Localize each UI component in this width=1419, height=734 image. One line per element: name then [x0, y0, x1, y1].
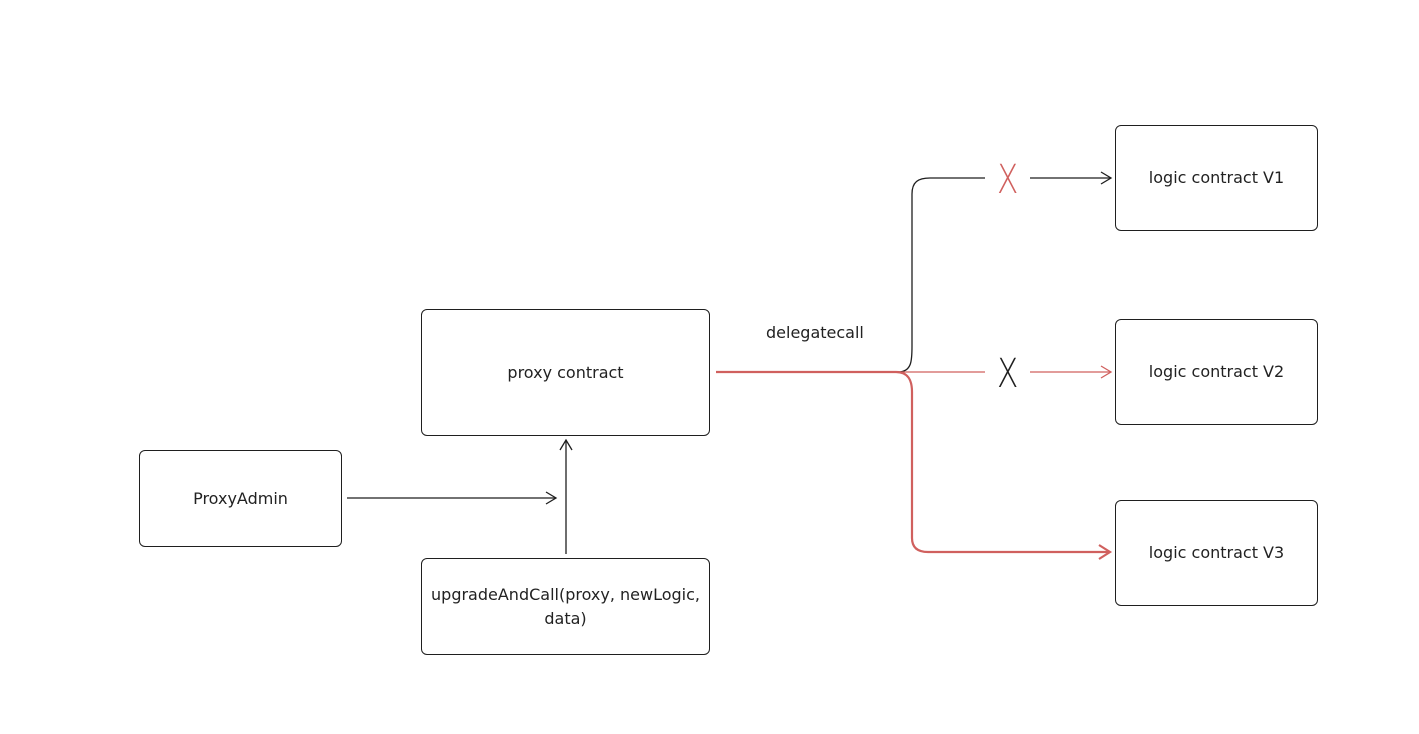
logic-contract-v1-node[interactable]: logic contract V1 — [1115, 125, 1318, 231]
logic-contract-v2-node[interactable]: logic contract V2 — [1115, 319, 1318, 425]
v2-blocked-mark: X — [997, 351, 1019, 397]
edge-branch-to-v1 — [897, 177, 985, 373]
v1-blocked-mark: X — [997, 157, 1019, 203]
logic-contract-v3-label: logic contract V3 — [1148, 543, 1285, 563]
upgrade-and-call-node[interactable]: upgradeAndCall(proxy, newLogic, data) — [421, 558, 710, 655]
proxy-contract-label: proxy contract — [507, 362, 624, 382]
delegatecall-label: delegatecall — [766, 323, 864, 342]
logic-contract-v2-label: logic contract V2 — [1148, 362, 1285, 382]
logic-contract-v3-node[interactable]: logic contract V3 — [1115, 500, 1318, 606]
proxy-admin-node[interactable]: ProxyAdmin — [139, 450, 342, 547]
proxy-admin-label: ProxyAdmin — [193, 488, 288, 508]
proxy-contract-node[interactable]: proxy contract — [421, 309, 710, 436]
edge-delegatecall-active — [716, 370, 1113, 560]
logic-contract-v1-label: logic contract V1 — [1148, 168, 1285, 188]
upgrade-and-call-label: upgradeAndCall(proxy, newLogic, data) — [431, 585, 700, 628]
